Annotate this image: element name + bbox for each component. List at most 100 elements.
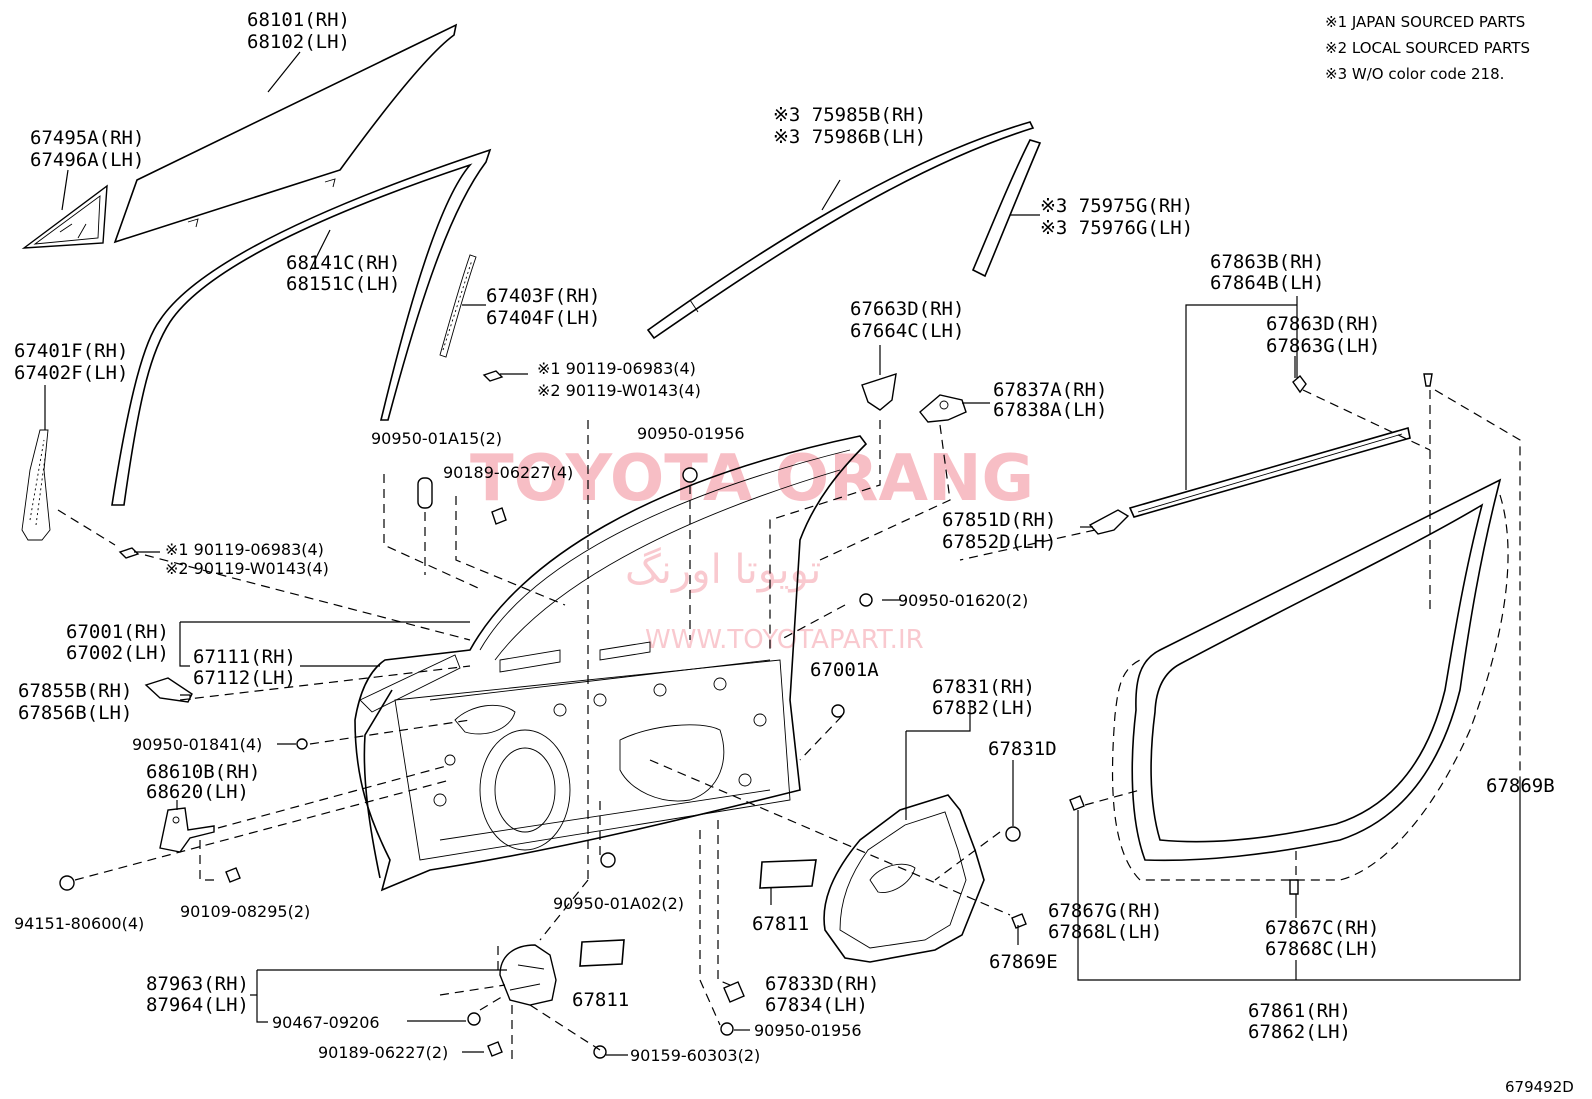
leader-lines [44,51,1521,1056]
watermark-brand: TOYOTA ORANG [470,442,1034,516]
label-67833: 67833D(RH) 67834(LH) [765,973,879,1016]
svg-text:67863D(RH): 67863D(RH) [1266,313,1380,335]
svg-text:67404F(LH): 67404F(LH) [486,307,600,329]
notes-legend: ※1 JAPAN SOURCED PARTS ※2 LOCAL SOURCED … [1325,13,1530,83]
svg-text:67868L(LH): 67868L(LH) [1048,921,1162,943]
label-68610: 68610B(RH) 68620(LH) [146,761,260,803]
label-67663: 67663D(RH) 67664C(LH) [850,298,964,342]
bracket-67663-drawing [861,372,897,411]
svg-text:67663D(RH): 67663D(RH) [850,298,964,320]
diagram-code: 679492D [1505,1078,1574,1096]
svg-text:67852D(LH): 67852D(LH) [942,531,1056,553]
label-90109: 90109-08295(2) [180,902,310,921]
svg-text:※1 90119-06983(4): ※1 90119-06983(4) [165,540,324,559]
label-67811-b-drawing [579,939,625,967]
label-90950-01956-top: 90950-01956 [637,424,745,443]
label-90467: 90467-09206 [272,1013,380,1032]
door-glass-drawing [113,23,458,244]
watermark-persian: تویوتا اورنگ [625,547,821,593]
svg-text:67831(RH): 67831(RH) [932,676,1035,698]
label-67851: 67851D(RH) 67852D(LH) [942,509,1056,553]
label-bolt-left: ※1 90119-06983(4) ※2 90119-W0143(4) [165,540,329,578]
label-67001: 67001(RH) 67002(LH) [66,621,169,664]
label-67837: 67837A(RH) 67838A(LH) [993,379,1107,421]
svg-text:67111(RH): 67111(RH) [193,646,296,668]
svg-text:67867G(RH): 67867G(RH) [1048,900,1162,922]
label-90950-01956-bot: 90950-01956 [754,1021,862,1040]
watermark: TOYOTA ORANG تویوتا اورنگ WWW.TOYOTAPART… [470,442,1034,655]
svg-text:※3 75985B(RH): ※3 75985B(RH) [773,104,926,126]
svg-text:67402F(LH): 67402F(LH) [14,362,128,384]
door-shell-drawing [354,435,868,892]
svg-text:67863B(RH): 67863B(RH) [1210,251,1324,273]
note-3: ※3 W/O color code 218. [1325,65,1504,83]
clip-67833-drawing [723,981,745,1003]
label-87963: 87963(RH) 87964(LH) [146,973,249,1016]
belt-moulding-drawing [646,121,1035,340]
label-75975: ※3 75975G(RH) ※3 75976G(LH) [1040,195,1193,239]
label-90189-2: 90189-06227(2) [318,1043,448,1062]
clip-67869b-drawing [1423,373,1433,387]
label-67855: 67855B(RH) 67856B(LH) [18,680,132,724]
svg-text:67851D(RH): 67851D(RH) [942,509,1056,531]
dashed-lines [57,389,1521,1060]
svg-text:67001(RH): 67001(RH) [66,621,169,643]
svg-text:67002(LH): 67002(LH) [66,642,169,664]
label-67403: 67403F(RH) 67404F(LH) [486,285,600,329]
svg-text:67863G(LH): 67863G(LH) [1266,335,1380,357]
svg-text:67867C(RH): 67867C(RH) [1265,917,1379,939]
svg-text:67833D(RH): 67833D(RH) [765,973,879,995]
label-90950-01a15: 90950-01A15(2) [371,429,502,448]
svg-text:67664C(LH): 67664C(LH) [850,320,964,342]
label-67811-a: 67811 [752,913,809,935]
label-68101: 68101(RH) 68102(LH) [247,9,350,53]
svg-text:67862(LH): 67862(LH) [1248,1021,1351,1043]
label-67863d: 67863D(RH) 67863G(LH) [1266,313,1380,357]
fasteners [59,370,1299,1059]
label-90950-01a02: 90950-01A02(2) [553,894,684,913]
svg-text:※3 75986B(LH): ※3 75986B(LH) [773,126,926,148]
division-bar-drawing [21,429,51,541]
hinge-67837-drawing [919,394,967,423]
svg-text:68102(LH): 68102(LH) [247,31,350,53]
clip-67863d-drawing [1292,374,1307,394]
label-67861: 67861(RH) 67862(LH) [1248,1000,1351,1043]
label-67863b: 67863B(RH) 67864B(LH) [1210,251,1324,294]
svg-text:87964(LH): 87964(LH) [146,994,249,1016]
label-90189-4: 90189-06227(4) [443,463,573,482]
door-lock-drawing [499,944,557,1006]
svg-text:67838A(LH): 67838A(LH) [993,399,1107,421]
svg-text:67834(LH): 67834(LH) [765,994,868,1016]
svg-text:67832(LH): 67832(LH) [932,697,1035,719]
label-67867c: 67867C(RH) 67868C(LH) [1265,917,1379,960]
note-2: ※2 LOCAL SOURCED PARTS [1325,39,1530,57]
door-weatherstrip-drawing [1131,478,1502,862]
service-cover-drawing [823,794,985,963]
door-panel-67111-drawing [359,654,461,713]
label-67831d: 67831D [988,738,1057,760]
label-67811-b: 67811 [572,989,629,1011]
svg-text:※3 75976G(LH): ※3 75976G(LH) [1040,217,1193,239]
part-labels: 68101(RH) 68102(LH) 67495A(RH) 67496A(LH… [14,9,1555,1065]
svg-text:68141C(RH): 68141C(RH) [286,252,400,274]
svg-text:67868C(LH): 67868C(LH) [1265,938,1379,960]
label-bolt-top: ※1 90119-06983(4) ※2 90119-W0143(4) [537,359,701,400]
outer-weatherstrip-drawing [1128,426,1411,518]
label-67495: 67495A(RH) 67496A(LH) [30,127,144,171]
label-67869b: 67869B [1486,775,1555,797]
label-90159: 90159-60303(2) [630,1046,760,1065]
svg-text:68101(RH): 68101(RH) [247,9,350,31]
label-67831: 67831(RH) 67832(LH) [932,676,1035,719]
label-90950-01841: 90950-01841(4) [132,735,262,754]
label-67401: 67401F(RH) 67402F(LH) [14,340,128,384]
svg-text:67861(RH): 67861(RH) [1248,1000,1351,1022]
glass-strip-drawing [439,254,477,358]
run-channel-drawing [111,148,492,506]
label-67811-a-drawing [759,859,817,889]
svg-text:※3 75975G(RH): ※3 75975G(RH) [1040,195,1193,217]
svg-text:68151C(LH): 68151C(LH) [286,273,400,295]
svg-text:※2 90119-W0143(4): ※2 90119-W0143(4) [537,381,701,400]
bracket-67855-drawing [144,677,193,703]
corner-piece-drawing [21,184,108,249]
